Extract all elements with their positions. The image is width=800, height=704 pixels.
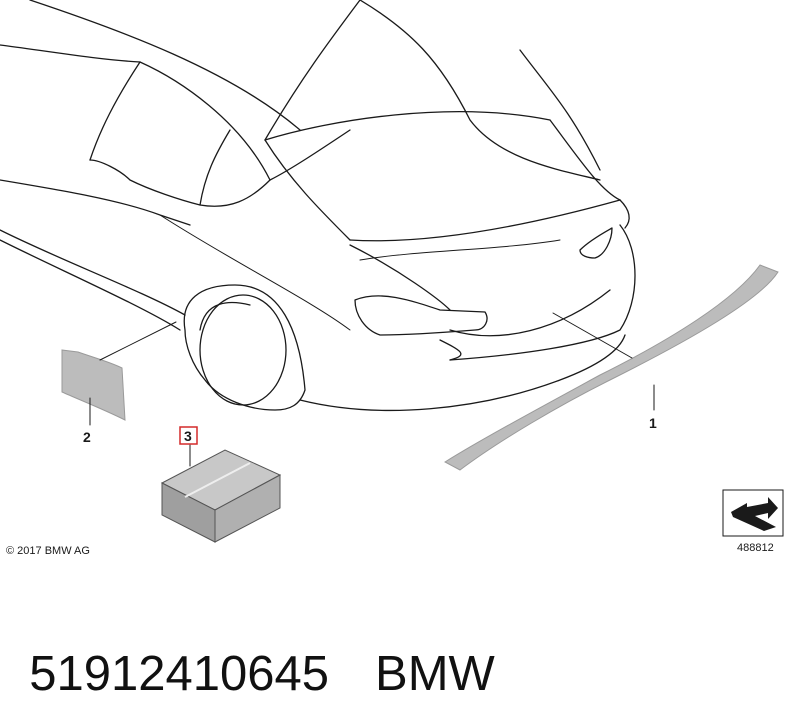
leader-lines (89, 312, 655, 467)
part-1-edge-strip (444, 264, 779, 471)
part-3-box (160, 449, 282, 543)
copyright-text: © 2017 BMW AG (6, 545, 90, 557)
car-outline (0, 0, 636, 412)
callout-3-highlight-box (179, 426, 198, 445)
callouts: 1 2 3 (83, 415, 657, 445)
brand-name: BMW (375, 647, 495, 701)
parts-diagram: 1 2 3 © 2017 BMW AG 488812 (0, 0, 784, 557)
part-2-panel (61, 349, 126, 421)
callout-2: 2 (83, 429, 91, 445)
reference-number: 488812 (737, 542, 774, 554)
view-direction-icon (722, 489, 784, 537)
part-caption: 51912410645 BMW (2, 584, 495, 701)
callout-3: 3 (184, 428, 192, 444)
part-number: 51912410645 (29, 647, 330, 701)
callout-1: 1 (649, 415, 657, 431)
